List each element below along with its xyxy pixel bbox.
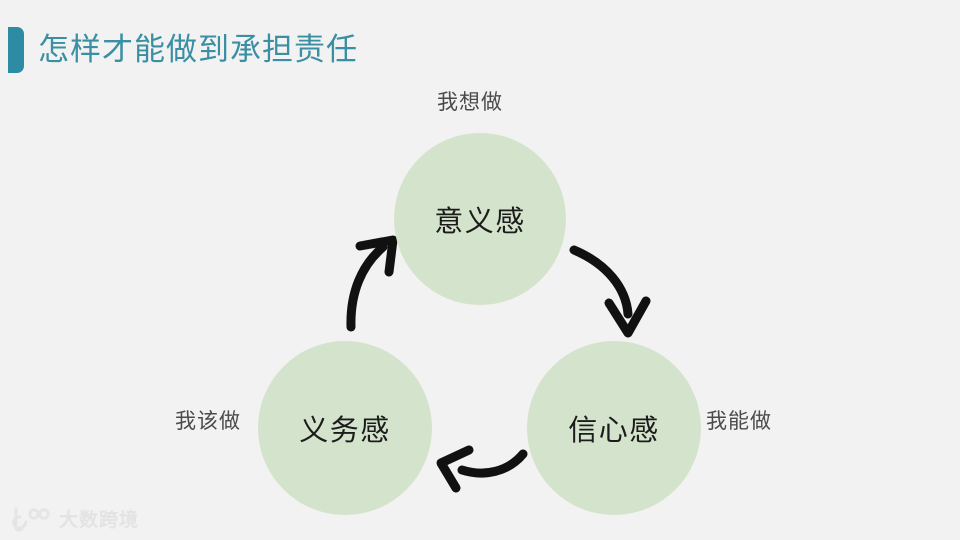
slide-title-row: 怎样才能做到承担责任: [0, 26, 358, 74]
cycle-node-label: 义务感: [299, 413, 391, 447]
caption-meaning: 我想做: [437, 90, 503, 114]
cycle-node-label: 意义感: [434, 204, 526, 238]
arrow-confidence-to-duty: [436, 445, 528, 493]
brand-logo-icon: [12, 507, 50, 532]
cycle-node-confidence[interactable]: 信心感: [527, 341, 701, 515]
cycle-node-duty[interactable]: 义务感: [258, 341, 432, 515]
title-accent-bar: [8, 27, 24, 73]
caption-confidence: 我能做: [706, 409, 772, 433]
arrow-meaning-to-confidence: [569, 245, 651, 338]
arrow-duty-to-meaning: [346, 235, 398, 332]
cycle-node-meaning[interactable]: 意义感: [394, 133, 566, 305]
watermark-text: 大数跨境: [59, 509, 140, 531]
watermark: 大数跨境: [10, 505, 139, 532]
cycle-node-label: 信心感: [568, 413, 660, 447]
caption-duty: 我该做: [175, 409, 241, 433]
page-title: 怎样才能做到承担责任: [38, 31, 358, 68]
